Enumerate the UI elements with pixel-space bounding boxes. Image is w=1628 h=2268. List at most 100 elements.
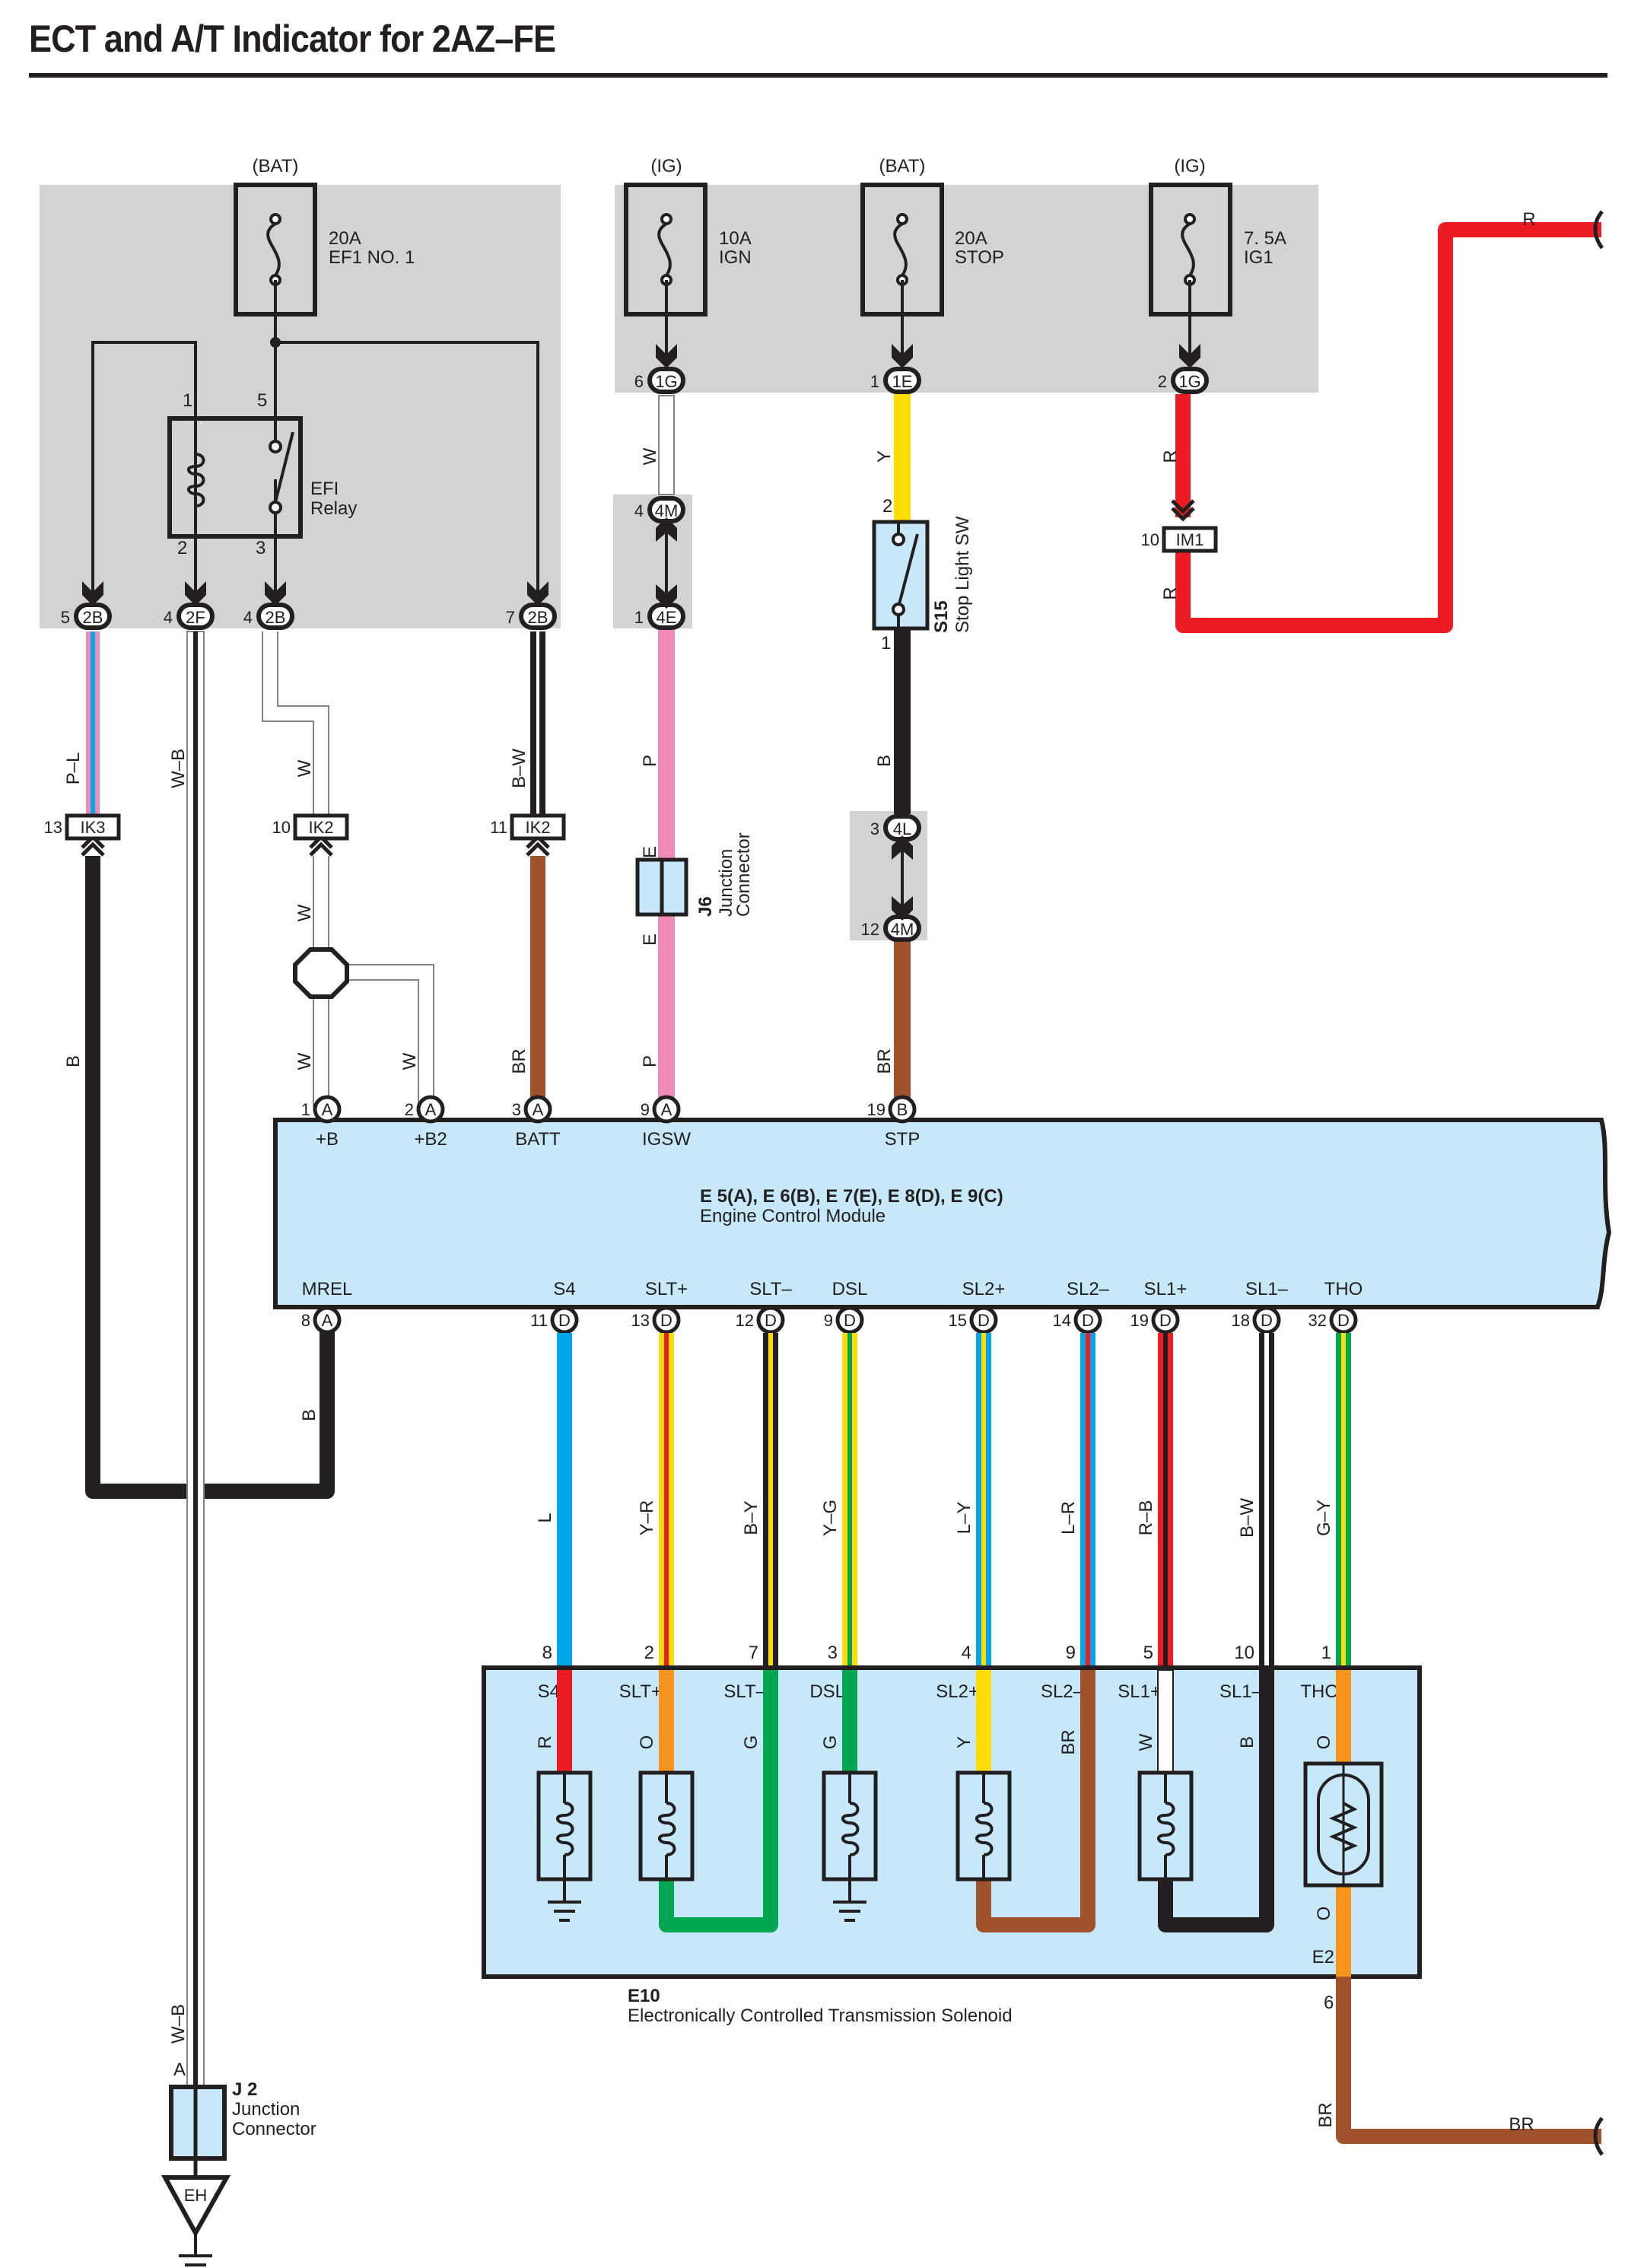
fuse-ign-name: IGN [719,247,752,268]
solenoid-pin-number: 5 [1143,1643,1153,1663]
relay-pin-1: 1 [183,390,192,411]
connector-code: 1G [1178,372,1200,391]
solenoid-terminal-label: THO [1300,1681,1339,1702]
solenoid-terminal-label: SLT+ [619,1681,662,1702]
wire-color-label: Y–G [820,1500,841,1536]
wire-w-ik2-to-ecm [313,856,434,1107]
splice-octagon-icon [293,947,349,999]
connector-code: 2B [528,608,548,627]
harness-wire-rb: R–B5 [1136,1333,1173,1668]
pin-name: STP [885,1129,921,1150]
pin-connector-letter: A [533,1100,544,1119]
solenoid-pin-number: 4 [962,1643,971,1663]
pin-connector-letter: D [1261,1311,1273,1330]
fuse-stop-rating: 20A [955,228,987,249]
double-arrow-icon [656,517,677,609]
pin-name: SL2– [1067,1279,1110,1299]
j6-id: J6 [695,896,716,917]
solenoid-pin-number: 1 [1321,1643,1331,1663]
pin-name: SLT+ [645,1279,688,1299]
internal-wire-slt-loop [659,1670,778,1932]
solenoid-pin-number: 8 [542,1643,552,1663]
pin-name: SL1– [1245,1279,1289,1299]
source-bat-2: (BAT) [879,156,926,177]
solenoid-terminal-label: SLT– [723,1681,766,1702]
connector-code: IK2 [308,818,333,837]
wire-color-label: W [294,904,315,921]
connector-pin: 12 [861,920,879,939]
pin-number: 19 [1130,1311,1149,1330]
connector-4l-pin-3: 4L3 [870,814,921,841]
wire-color-label: W [399,1052,420,1070]
j2-id: J 2 [232,2079,257,2100]
pin-number: 19 [867,1100,886,1119]
solenoid-coil [955,1770,1012,1882]
connector-4m-pin-12: 4M 12 [861,915,921,942]
ecm-title: E 5(A), E 6(B), E 7(E), E 8(D), E 9(C) [700,1186,1003,1207]
pin-name: +B [316,1129,339,1150]
wire-color-label: B [874,755,895,767]
solenoid-pin-number: 3 [828,1643,838,1663]
wire-color-label: W–B [168,749,189,788]
harness-wire-lr: L–R9 [1058,1333,1095,1668]
connector-code: IM1 [1176,530,1204,549]
connector-2b-pin-7: 2B 7 [506,603,557,630]
connector-pin: 1 [634,608,644,627]
wire-color-label: G–Y [1314,1500,1334,1536]
switch-blade-icon [898,533,919,605]
solenoid-terminal-label: SL2+ [936,1681,979,1702]
pin-connector-letter: D [978,1311,990,1330]
relay-pin-3: 3 [256,538,266,558]
j2-pin: A [173,2060,186,2080]
relay-pin-5: 5 [257,390,267,411]
wire-color-label: W [640,447,660,465]
solenoid-pin-number: 10 [1234,1643,1254,1663]
pin-number: 9 [824,1311,833,1330]
pin-name: IGSW [642,1129,691,1150]
pin-connector-letter: A [661,1100,673,1119]
fuse-ig1-rating: 7. 5A [1244,228,1286,249]
pin-connector-letter: A [425,1100,437,1119]
solenoid-coil [822,1770,878,1922]
relay-name-line1: EFI [310,479,339,499]
harness-wire-l: L8 [535,1333,572,1668]
solenoid-pin-number: 2 [644,1643,654,1663]
efi-relay [167,416,303,539]
solenoid-terminal-label: SL1+ [1118,1681,1161,1702]
connector-code: 4E [657,608,677,627]
chevron-down-icon [1171,499,1195,522]
connector-pin: 6 [634,372,644,391]
pin-number: 9 [641,1100,650,1119]
wire-color-label: P [640,755,660,767]
relay-contact-icon [269,501,282,514]
relay-switch-blade-icon [274,431,294,503]
pin-connector-letter: A [322,1100,333,1119]
ground-eh-label: EH [184,2186,208,2205]
connector-pin: 3 [870,819,879,838]
wire-color-label: R [1522,209,1535,230]
connector-pin: 4 [243,608,253,627]
j6-line1: Junction [716,849,736,917]
pin-connector-letter: D [1082,1311,1094,1330]
internal-wire-sl1-loop [1158,1670,1274,1932]
connector-pin: 7 [506,608,515,627]
connector-code: 4M [891,920,914,939]
j6-line2: Connector [733,832,754,917]
wire-w-jog-fill [263,631,328,816]
ground-icon [177,2231,214,2268]
solenoid-id: E10 [628,1986,660,2006]
fuse-output-wires [665,280,1191,365]
pin-number: 3 [512,1100,521,1119]
wire-w-b-ground [186,631,205,2110]
connector-code: 4M [655,501,679,520]
wire-break-icon [1593,210,1604,250]
connector-2f-pin-4: 2F4 [164,603,215,630]
page-title: ECT and A/T Indicator for 2AZ–FE [29,17,556,60]
engine-room-junction-block-right [615,185,1318,393]
ecm-pin-b: A1+B [301,1095,342,1150]
